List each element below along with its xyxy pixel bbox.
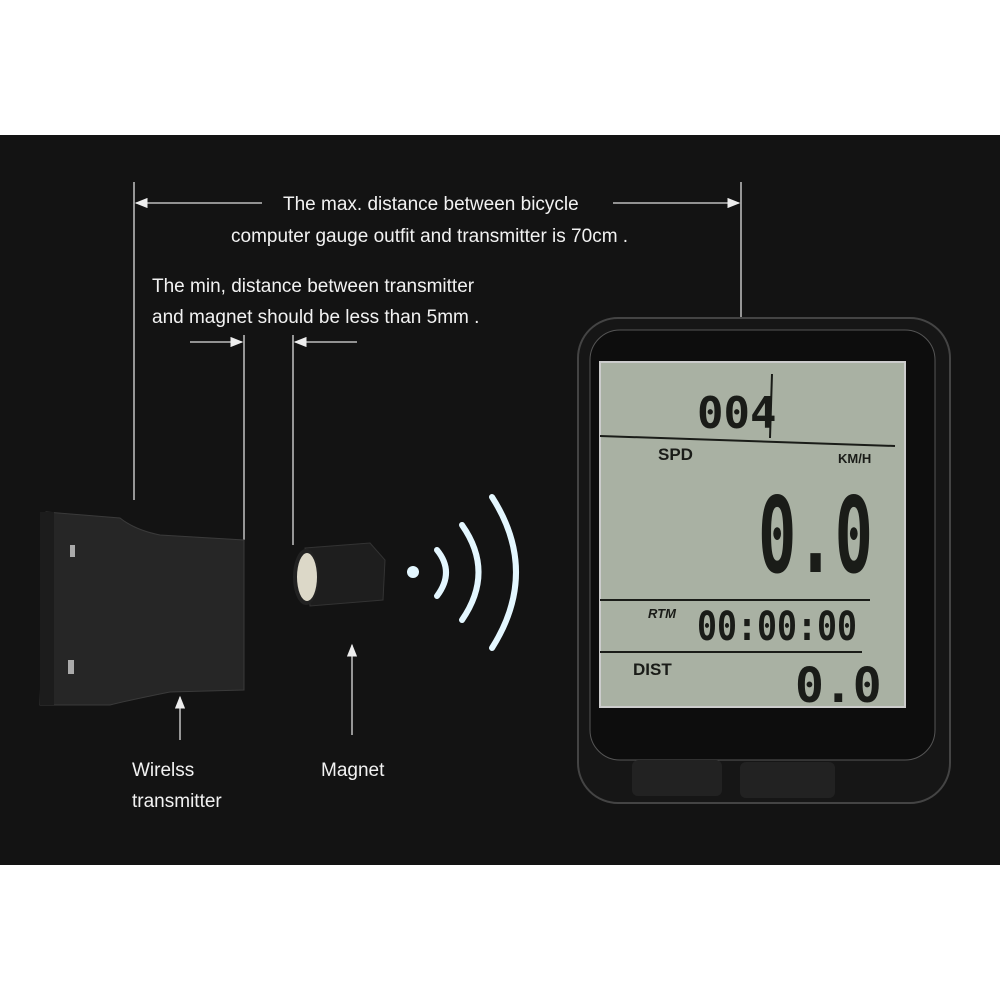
max-distance-line-1: The max. distance between bicycle [283,194,579,215]
spd-label: SPD [658,445,693,464]
transmitter-label-line-1: Wirelss [132,760,195,781]
bicycle-computer-image [577,317,951,804]
dimension-lines [133,182,742,740]
trip-counter-value: 004 [697,388,776,439]
dist-label: DIST [633,660,672,679]
wireless-signal-icon [407,494,519,651]
transmitter-label-line-2: transmitter [132,791,222,812]
rtm-value: 00:00:00 [697,604,857,650]
speed-unit: KM/H [838,451,871,466]
min-distance-line-1: The min, distance between transmitter [152,276,475,297]
dist-value: 0.0 [795,658,882,714]
magnet-label: Magnet [321,760,385,781]
magnet-image [293,542,386,607]
speed-value: 0.0 [758,475,873,597]
min-distance-line-2: and magnet should be less than 5mm . [152,307,480,328]
rtm-label: RTM [648,606,677,621]
max-distance-line-2: computer gauge outfit and transmitter is… [231,226,629,247]
wireless-transmitter-image [39,511,245,706]
